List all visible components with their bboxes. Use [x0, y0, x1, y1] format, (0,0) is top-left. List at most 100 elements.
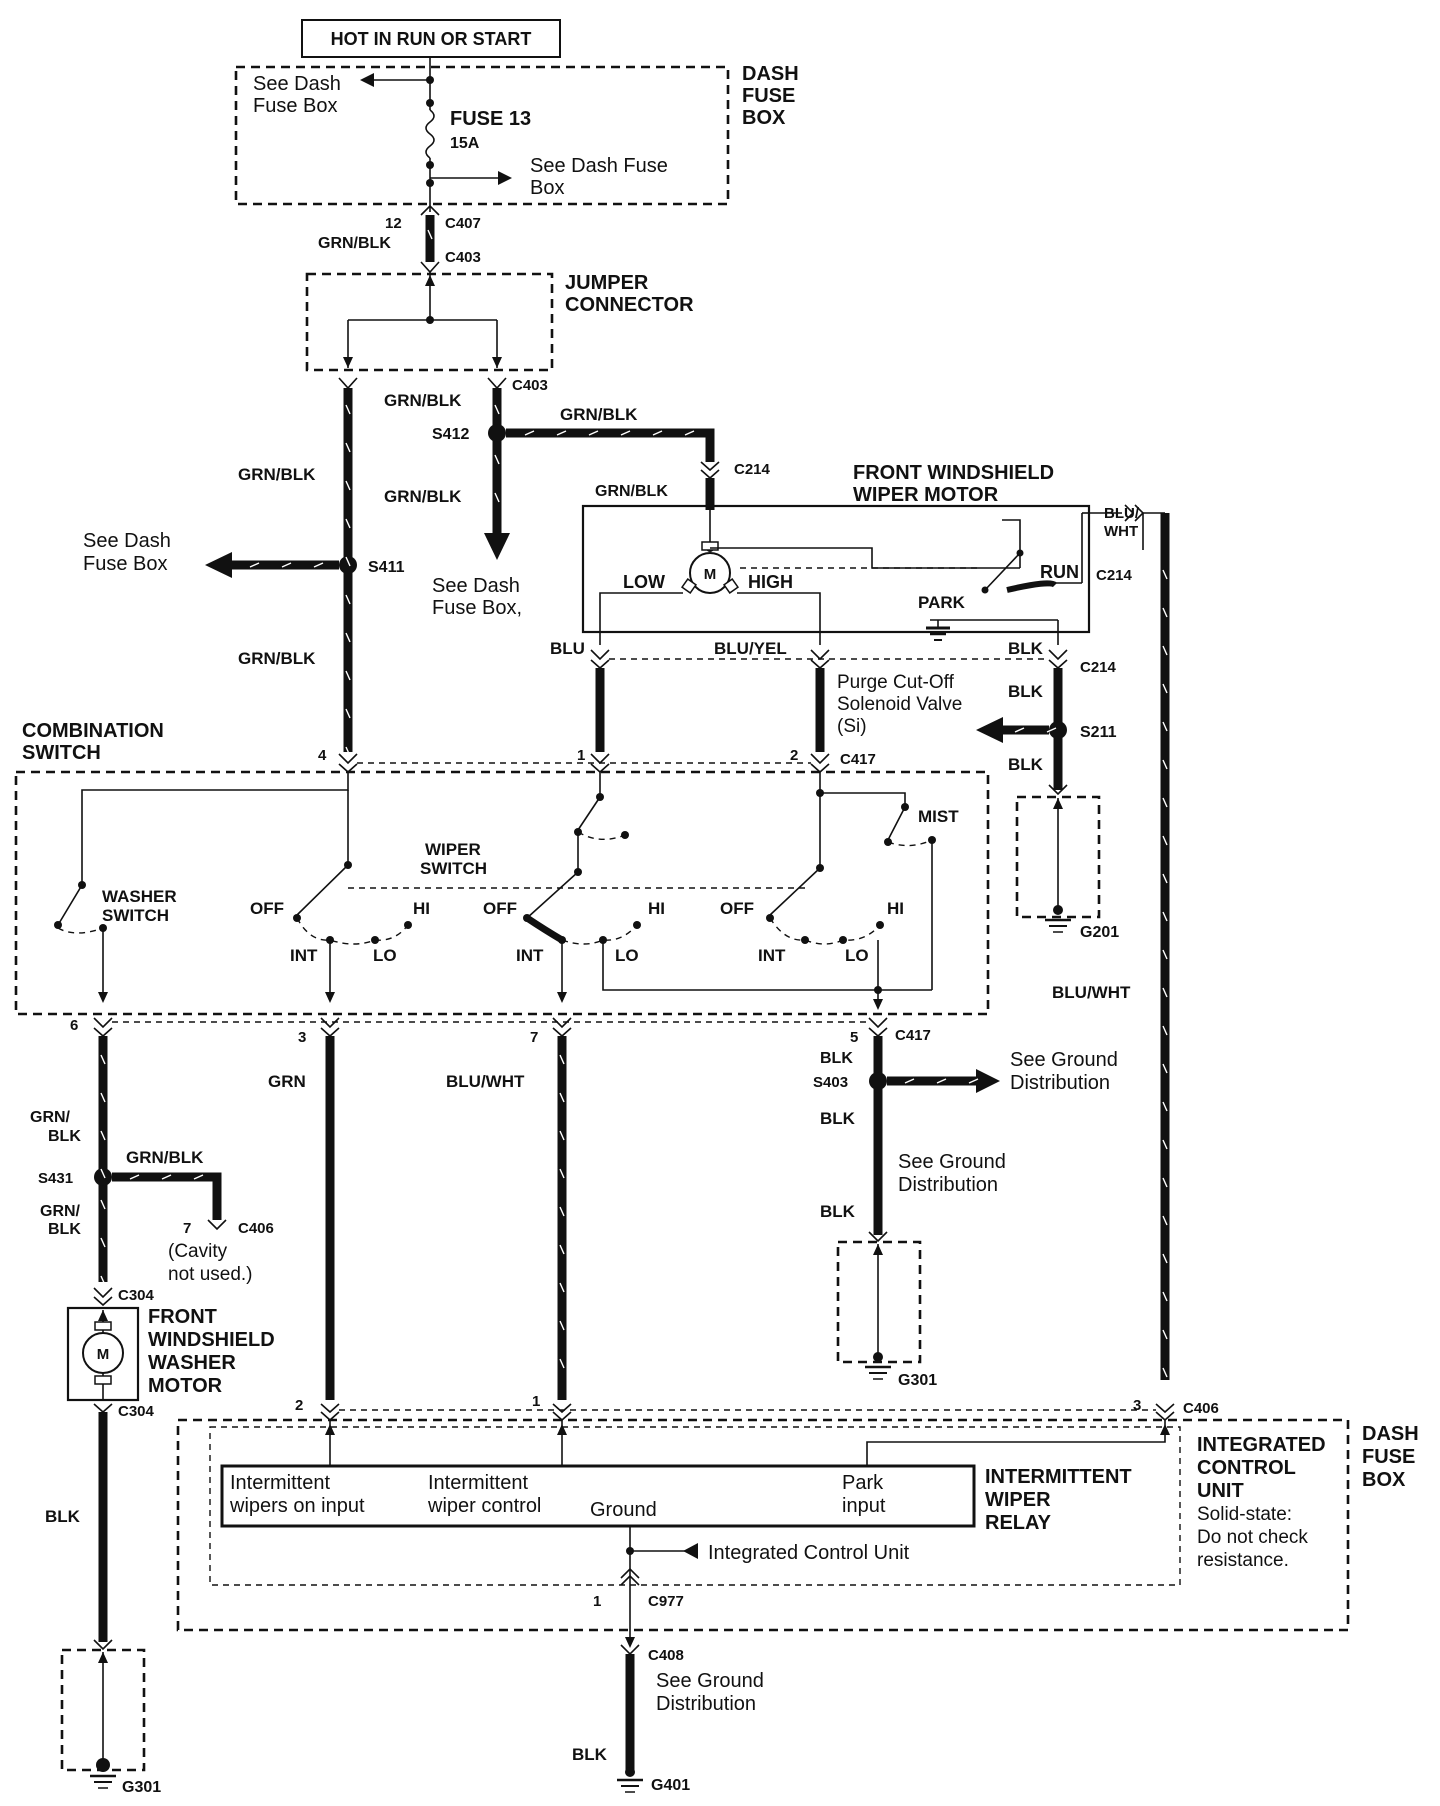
combination-switch-label: COMBINATION [22, 720, 164, 742]
arrow-left-icon [683, 1543, 698, 1559]
c304-top-label: C304 [118, 1287, 155, 1304]
wiper-switch-label: WIPER [425, 840, 481, 859]
svg-text:S211: S211 [1080, 724, 1117, 741]
power-source-box: HOT IN RUN OR START [301, 19, 561, 58]
dash-fuse-box-relay-outline [176, 1418, 1350, 1632]
svg-text:OFF: OFF [720, 899, 754, 918]
splice-s412 [488, 424, 506, 442]
svg-text:Solenoid Valve: Solenoid Valve [837, 694, 962, 715]
svg-text:1: 1 [577, 747, 585, 764]
arrow-right-icon [498, 171, 512, 185]
splice-s403 [869, 1072, 887, 1090]
solid-state-note: Solid-state: [1197, 1504, 1292, 1525]
svg-text:INT: INT [758, 946, 786, 965]
g301-mid-ground-box [836, 1240, 922, 1364]
svg-text:GRN/: GRN/ [40, 1203, 81, 1220]
c304-bottom-label: C304 [118, 1403, 155, 1420]
svg-text:6: 6 [70, 1017, 78, 1034]
g301-left-label: G301 [122, 1779, 161, 1796]
svg-text:7: 7 [530, 1029, 538, 1046]
c403-label-bottom: C403 [512, 377, 548, 394]
svg-text:S411: S411 [368, 559, 405, 576]
svg-text:DASH: DASH [742, 63, 799, 85]
svg-text:INT: INT [290, 946, 318, 965]
svg-text:Box: Box [530, 177, 564, 199]
svg-text:BLK: BLK [820, 1202, 856, 1221]
svg-text:SWITCH: SWITCH [22, 742, 101, 764]
svg-text:BLU/: BLU/ [1104, 505, 1140, 522]
svg-text:4: 4 [318, 747, 327, 764]
svg-text:Fuse Box,: Fuse Box, [432, 597, 522, 619]
integrated-control-unit-title: INTEGRATED [1197, 1434, 1326, 1456]
svg-text:RUN: RUN [1040, 562, 1079, 582]
dash-fuse-box-outline [234, 65, 730, 206]
svg-text:LO: LO [615, 946, 639, 965]
svg-text:GRN/BLK: GRN/BLK [238, 465, 316, 484]
relay-ground-label: Ground [590, 1499, 657, 1521]
svg-text:M: M [704, 566, 717, 583]
c407-label: C407 [445, 215, 481, 232]
svg-text:BLK: BLK [572, 1745, 608, 1764]
c214-right-label: C214 [1096, 567, 1133, 584]
svg-text:M: M [97, 1346, 110, 1363]
svg-text:CONTROL: CONTROL [1197, 1457, 1296, 1479]
svg-text:Fuse Box: Fuse Box [83, 553, 167, 575]
svg-text:7: 7 [183, 1220, 191, 1237]
svg-text:BLK: BLK [820, 1050, 853, 1067]
svg-text:Distribution: Distribution [898, 1174, 998, 1196]
relay-input-wiper-control: Intermittent [428, 1472, 528, 1494]
svg-text:HIGH: HIGH [748, 572, 793, 592]
svg-text:1: 1 [593, 1593, 601, 1610]
svg-text:S403: S403 [813, 1074, 848, 1091]
svg-text:Fuse Box: Fuse Box [253, 95, 337, 117]
svg-text:SWITCH: SWITCH [102, 906, 169, 925]
arrow-left-icon [360, 73, 374, 87]
g201-label: G201 [1080, 924, 1119, 941]
c214-bottom-label: C214 [1080, 659, 1117, 676]
svg-text:FUSE: FUSE [742, 85, 795, 107]
arrow-down-icon [484, 533, 510, 560]
svg-text:MIST: MIST [918, 807, 959, 826]
wiper-motor-title: FRONT WINDSHIELD [853, 462, 1054, 484]
svg-text:BLK: BLK [820, 1109, 856, 1128]
see-ground-distribution-a: See Ground [1010, 1049, 1118, 1071]
svg-text:BLU/WHT: BLU/WHT [446, 1072, 525, 1091]
g301-mid-label: G301 [898, 1372, 937, 1389]
splice-s431 [94, 1168, 112, 1186]
dash-fuse-box-relay-title: DASH [1362, 1423, 1419, 1445]
arrow-left-icon [976, 717, 1003, 743]
svg-text:BLU: BLU [550, 639, 585, 658]
svg-text:INT: INT [516, 946, 544, 965]
fuse-rating: 15A [450, 135, 480, 152]
svg-text:WASHER: WASHER [148, 1352, 236, 1374]
svg-text:WIPER: WIPER [985, 1489, 1051, 1511]
svg-text:GRN/BLK: GRN/BLK [126, 1148, 204, 1167]
g201-ground-box [1015, 795, 1101, 919]
svg-text:BOX: BOX [1362, 1469, 1406, 1491]
svg-text:MOTOR: MOTOR [148, 1375, 223, 1397]
see-dash-fuse-box-right: See Dash Fuse [530, 155, 668, 177]
fuse-13-symbol [425, 109, 435, 159]
svg-text:BLK: BLK [48, 1221, 81, 1238]
intermittent-wiper-relay-title: INTERMITTENT [985, 1466, 1132, 1488]
svg-text:input: input [842, 1495, 886, 1517]
svg-text:S431: S431 [38, 1170, 73, 1187]
svg-text:GRN/: GRN/ [30, 1109, 71, 1126]
cavity-not-used-label: (Cavity [168, 1241, 228, 1262]
svg-text:3: 3 [1133, 1397, 1141, 1414]
svg-text:OFF: OFF [250, 899, 284, 918]
c417-top-label: C417 [840, 751, 876, 768]
svg-text:resistance.: resistance. [1197, 1550, 1289, 1571]
c408-label: C408 [648, 1647, 684, 1664]
svg-text:BLK: BLK [1008, 682, 1044, 701]
svg-text:(Si): (Si) [837, 716, 867, 737]
svg-text:HI: HI [413, 899, 430, 918]
c403-label-top: C403 [445, 249, 481, 266]
washer-motor-title: FRONT [148, 1306, 217, 1328]
svg-text:WIPER MOTOR: WIPER MOTOR [853, 484, 999, 506]
svg-text:wiper control: wiper control [427, 1495, 541, 1517]
svg-text:LO: LO [845, 946, 869, 965]
svg-text:BLK: BLK [48, 1128, 81, 1145]
wire-stripe-marks [100, 229, 1168, 1378]
